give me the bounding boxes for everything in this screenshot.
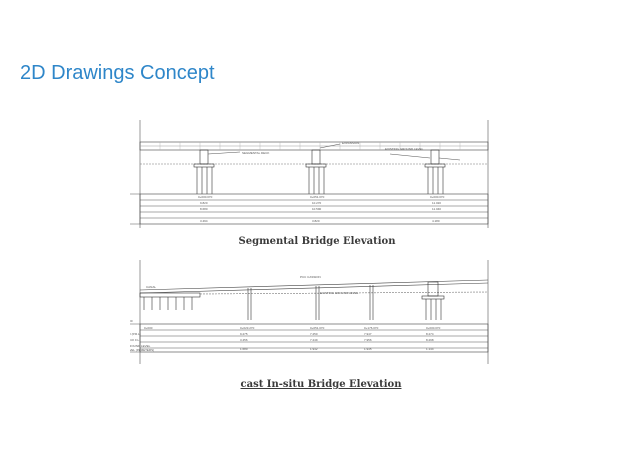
svg-text:10.590: 10.590: [312, 207, 322, 211]
svg-text:Datum : 10.000: Datum : 10.000: [130, 319, 133, 323]
svg-text:EXISTING GROUND LEVEL: EXISTING GROUND LEVEL: [320, 291, 359, 295]
svg-text:10.270: 10.270: [312, 201, 322, 205]
svg-text:0+023.270: 0+023.270: [240, 326, 255, 330]
svg-text:SEA BED LEVEL (IN METERS): SEA BED LEVEL (IN METERS): [130, 348, 154, 352]
segmental-bridge-caption: Segmental Bridge Elevation: [238, 236, 396, 247]
svg-text:11.020: 11.020: [432, 201, 441, 205]
svg-text:1.945: 1.945: [364, 347, 372, 351]
svg-text:0+051.070: 0+051.070: [310, 326, 325, 330]
svg-text:LEVEL @ DECK F.L.: LEVEL @ DECK F.L.: [130, 338, 140, 342]
svg-text:3.456: 3.456: [240, 338, 248, 342]
svg-text:0+051.070: 0+051.070: [310, 195, 325, 199]
svg-text:7.249: 7.249: [310, 338, 318, 342]
svg-text:1.942: 1.942: [310, 347, 318, 351]
svg-text:SEGMENTAL DECK: SEGMENTAL DECK: [242, 151, 269, 155]
svg-text:4.180: 4.180: [432, 219, 440, 223]
svg-text:0+000.070: 0+000.070: [198, 195, 213, 199]
svg-text:EXISTING GROUND LEVEL: EXISTING GROUND LEVEL: [130, 344, 151, 348]
svg-text:CANAL: CANAL: [146, 285, 156, 289]
svg-text:9.820: 9.820: [200, 201, 208, 205]
svg-text:7.250: 7.250: [310, 332, 318, 336]
svg-text:EXISTING GROUND LEVEL: EXISTING GROUND LEVEL: [385, 147, 424, 151]
svg-text:EXPANSION: EXPANSION: [342, 141, 359, 145]
svg-text:PCC CASSION: PCC CASSION: [300, 275, 321, 279]
svg-text:8.298: 8.298: [426, 338, 434, 342]
cast-in-situ-bridge-drawing: Datum : 10.000 STATION LEVEL @ PW (P.R.L…: [130, 260, 489, 364]
svg-text:8.680: 8.680: [200, 207, 208, 211]
cast-in-situ-bridge-caption: cast In-situ Bridge Elevation: [240, 379, 402, 390]
svg-text:1.680: 1.680: [240, 347, 248, 351]
svg-text:8.274: 8.274: [426, 332, 434, 336]
segmental-bridge-drawing: Datum : 10.000 STATION MEASURED ALONG LE…: [130, 120, 489, 228]
svg-text:7.956: 7.956: [364, 338, 372, 342]
svg-text:0+000: 0+000: [144, 326, 153, 330]
svg-text:0+000.070: 0+000.070: [430, 195, 445, 199]
svg-text:0+000.070: 0+000.070: [426, 326, 441, 330]
svg-text:1.144: 1.144: [426, 347, 434, 351]
svg-text:7.947: 7.947: [364, 332, 372, 336]
svg-text:0+176.070: 0+176.070: [364, 326, 379, 330]
svg-text:11.040: 11.040: [432, 207, 441, 211]
svg-text:9.275: 9.275: [240, 332, 248, 336]
svg-text:3.494: 3.494: [200, 219, 208, 223]
slide-title: 2D Drawings Concept: [20, 62, 215, 84]
svg-text:LEVEL @ PW (P.R.L): LEVEL @ PW (P.R.L): [130, 332, 141, 336]
svg-text:3.820: 3.820: [312, 219, 320, 223]
